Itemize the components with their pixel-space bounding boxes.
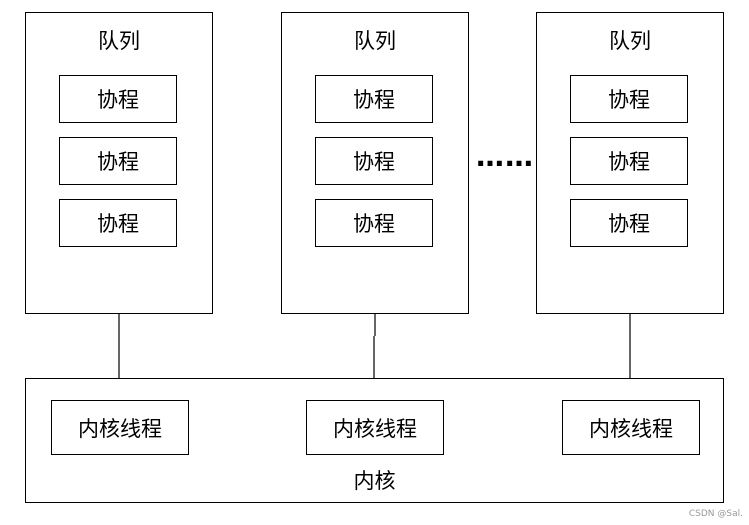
queue-title: 队列 xyxy=(354,29,396,53)
kernel-label: 内核 xyxy=(353,469,396,493)
queue-box-1: 队列 协程 协程 协程 xyxy=(25,12,213,314)
coroutine-box: 协程 xyxy=(315,75,433,123)
coroutine-box: 协程 xyxy=(570,75,688,123)
coroutine-box: 协程 xyxy=(59,75,177,123)
kernel-thread-box: 内核线程 xyxy=(51,400,189,455)
kernel-thread-box: 内核线程 xyxy=(306,400,444,455)
queue-box-3: 队列 协程 协程 协程 xyxy=(536,12,724,314)
ellipsis: …… xyxy=(476,140,534,173)
coroutine-box: 协程 xyxy=(315,137,433,185)
coroutine-box: 协程 xyxy=(570,199,688,247)
coroutine-box: 协程 xyxy=(315,199,433,247)
kernel-box: 内核线程 内核线程 内核线程 内核 xyxy=(25,378,724,503)
queue-box-2: 队列 协程 协程 协程 xyxy=(281,12,469,314)
queue-title: 队列 xyxy=(98,29,140,53)
coroutine-box: 协程 xyxy=(59,137,177,185)
coroutine-box: 协程 xyxy=(570,137,688,185)
coroutine-box: 协程 xyxy=(59,199,177,247)
kernel-thread-box: 内核线程 xyxy=(562,400,700,455)
watermark: CSDN @Sal. xyxy=(688,509,743,519)
queue-title: 队列 xyxy=(609,29,651,53)
